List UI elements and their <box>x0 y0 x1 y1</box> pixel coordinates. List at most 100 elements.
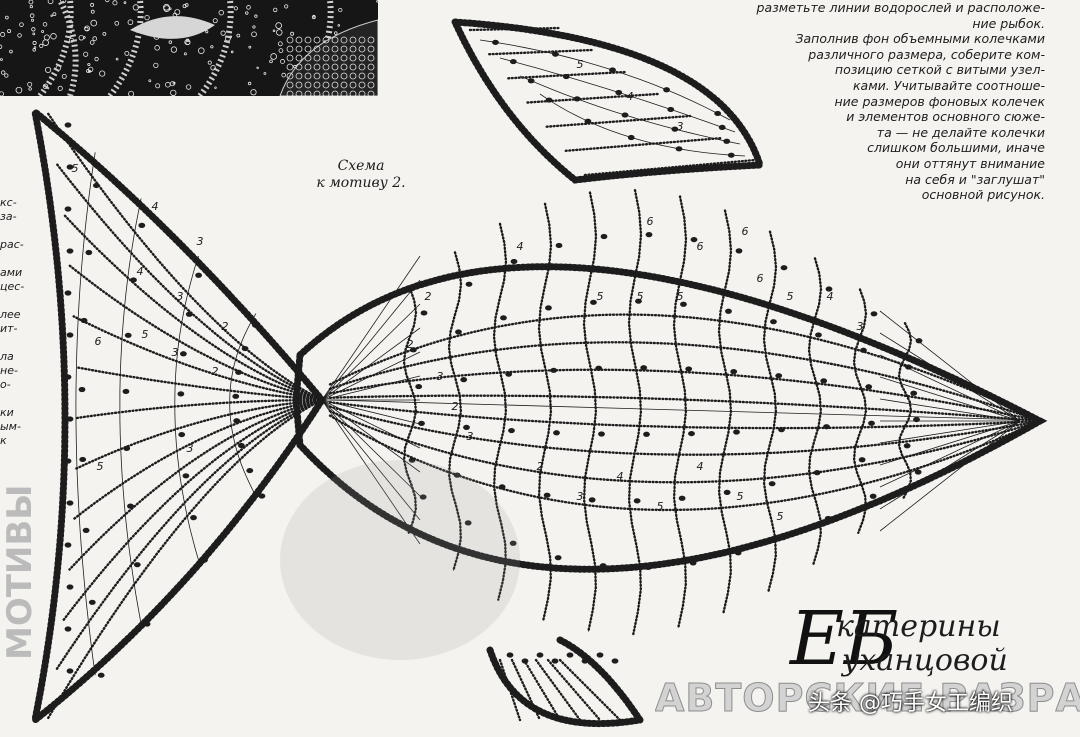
tail-picot <box>178 431 186 438</box>
body-picot <box>545 305 552 311</box>
photo-ring <box>311 15 316 20</box>
body-row <box>328 368 1042 423</box>
margin-text-line: не- <box>0 364 18 377</box>
photo-ring <box>90 9 95 14</box>
photo-net <box>367 81 375 89</box>
photo-net <box>367 90 375 96</box>
body-picot <box>780 265 788 271</box>
photo-ring <box>275 22 282 29</box>
body-picot <box>543 492 551 498</box>
photo-net <box>304 90 312 96</box>
photo-ring <box>252 25 256 29</box>
body-picot <box>910 390 918 396</box>
photo-ring <box>170 46 178 53</box>
tail-edge-picot <box>66 584 74 590</box>
photo-net <box>295 45 303 53</box>
source-watermark: 头条 @巧手女工编织 <box>808 691 1013 716</box>
tail-edge-picot <box>66 164 74 170</box>
body-picot <box>420 310 428 316</box>
margin-text-line: ами <box>0 266 23 279</box>
photo-ring <box>19 22 24 27</box>
photo-ring <box>47 0 54 5</box>
photo-ring <box>272 29 276 32</box>
photo-net <box>358 54 366 62</box>
tail-arc <box>119 198 142 625</box>
dorsal-picot <box>509 58 517 65</box>
tail-picot <box>124 332 132 338</box>
body-picot <box>644 564 652 570</box>
photo-ring <box>127 19 134 26</box>
photo-ring <box>4 73 9 78</box>
tail-picot <box>78 386 86 393</box>
photo-ring <box>83 51 89 57</box>
photo-ring <box>165 81 171 88</box>
tail-arc <box>229 313 257 497</box>
photo-ring <box>337 24 341 27</box>
photo-net <box>331 72 339 80</box>
photo-ring <box>50 33 57 40</box>
photo-ring <box>284 4 289 9</box>
photo-ring <box>90 2 95 7</box>
photo-ring <box>153 62 159 68</box>
photo-net <box>322 45 330 53</box>
photo-net <box>286 72 294 80</box>
photo-net <box>313 54 321 62</box>
dorsal-picot <box>621 112 629 118</box>
photo-ring <box>183 52 187 56</box>
body-picot <box>550 367 558 373</box>
root-fan <box>321 279 421 401</box>
photo-ring <box>99 70 106 77</box>
photo-ring <box>5 15 9 20</box>
photo-net <box>349 45 357 53</box>
instructions-text: разметьте линии водорослей и расположе-н… <box>640 0 1045 203</box>
tail-edge-picot <box>64 290 72 296</box>
photo-ring <box>28 0 34 5</box>
body-picot <box>903 443 911 449</box>
photo-net <box>340 54 348 62</box>
photo-net <box>367 36 375 44</box>
photo-ring <box>163 3 170 11</box>
row-number: 5 <box>142 328 149 341</box>
margin-text-line <box>0 392 22 406</box>
photo-ring <box>90 19 98 27</box>
nose-fan <box>879 420 1021 444</box>
dorsal-picot <box>667 106 675 113</box>
body-picot <box>408 457 416 463</box>
instruction-line: слишком большими, иначе <box>867 140 1045 156</box>
root-fan <box>321 399 421 521</box>
photo-net <box>313 63 321 71</box>
photo-net <box>340 45 348 53</box>
dorsal-picot <box>584 118 592 124</box>
body-picot <box>508 427 515 434</box>
photo-ring <box>27 81 33 87</box>
photo-net <box>313 72 321 80</box>
lower-fin-picot <box>551 658 559 664</box>
photo-ring <box>254 14 258 18</box>
lower-fin-picot <box>536 652 544 658</box>
body-picot <box>725 308 732 314</box>
body-picot <box>685 366 693 372</box>
body-row <box>328 401 1042 430</box>
tail-ray <box>72 315 324 402</box>
body-picot <box>689 560 697 566</box>
body-picot <box>778 427 785 433</box>
photo-ring <box>29 13 35 18</box>
tail-picot <box>237 442 245 449</box>
body-picot <box>865 384 873 390</box>
photo-net <box>313 81 321 89</box>
tail-edge-picot <box>66 500 74 506</box>
tail-ray <box>55 162 324 402</box>
photo-ring <box>84 26 89 31</box>
tail-outline-inner <box>34 110 323 721</box>
photo-ring <box>0 70 6 75</box>
instruction-line: различного размера, соберите ком- <box>808 46 1045 62</box>
dorsal-fin <box>449 18 765 184</box>
photo-ring <box>174 9 181 15</box>
dorsal-picot <box>615 89 623 96</box>
instruction-line: ние размеров фоновых колечек <box>834 93 1045 109</box>
photo-ring <box>250 89 257 96</box>
body-picot <box>453 472 461 478</box>
photo-ring <box>124 50 130 56</box>
photo-ring <box>230 50 234 54</box>
tail-outline <box>29 103 327 729</box>
